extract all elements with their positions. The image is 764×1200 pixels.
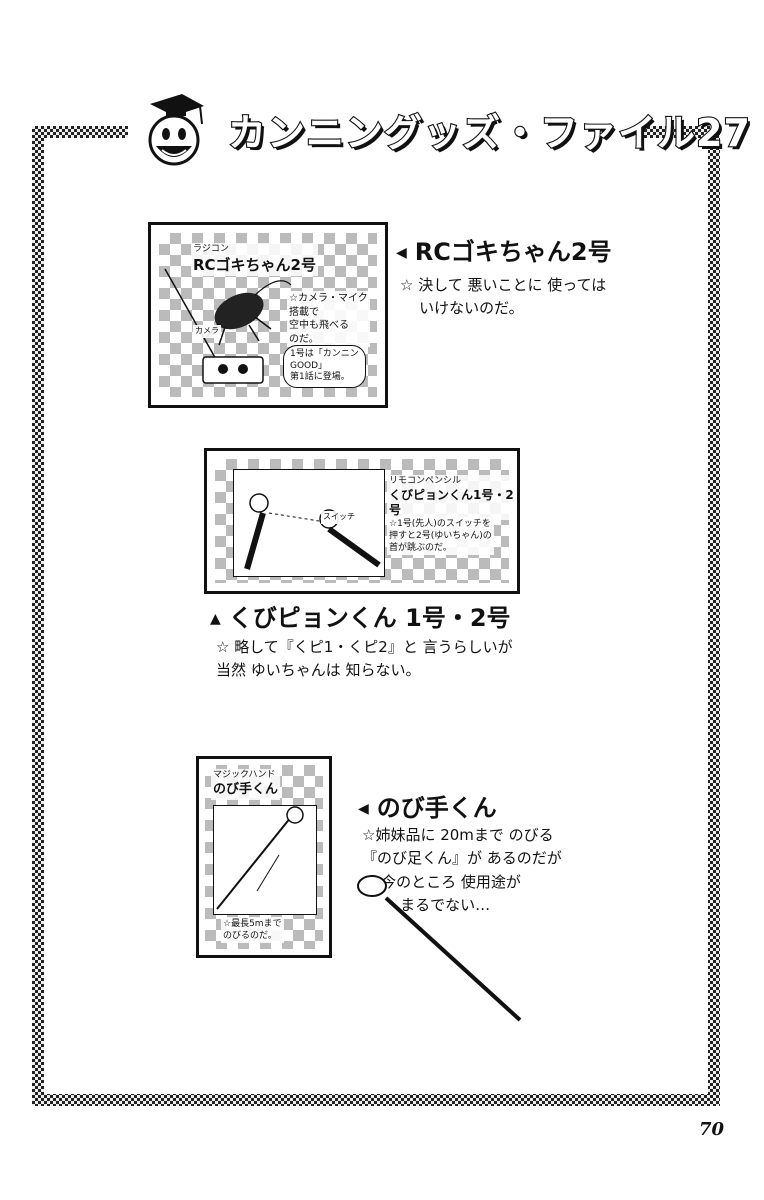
note-text-nobite: ☆姉妹品に 20mまで のびる 『のび足くん』が あるのだが 今のところ 使用途… bbox=[362, 826, 562, 914]
pointer-left-icon: ◀ bbox=[358, 801, 369, 817]
note-title-kubipyon: ▲ くびピョンくん 1号・2号 bbox=[210, 598, 511, 633]
pointer-up-icon: ▲ bbox=[210, 611, 221, 627]
photo-panel-kubipyon: スイッチ リモコンペンシル くびピョンくん1号・2号 ☆1号(先人)のスイッチを… bbox=[204, 448, 520, 594]
panel-title-block: マジックハンド のび手くん bbox=[211, 769, 281, 800]
note-text-rc-goki: ☆ 決して 悪いことに 使っては いけないのだ。 bbox=[400, 276, 607, 318]
note-title-text: くびピョンくん 1号・2号 bbox=[228, 604, 511, 632]
note-text-kubipyon: ☆ 略して『くピ1・くピ2』と 言うらしいが 当然 ゆいちゃんは 知らない。 bbox=[216, 638, 513, 680]
panel-sub: リモコンペンシル bbox=[389, 476, 462, 486]
camera-label: カメラ bbox=[193, 325, 221, 338]
note-title-text: RCゴキちゃん2号 bbox=[414, 238, 612, 266]
switch-label: スイッチ bbox=[321, 511, 357, 524]
pointer-left-icon: ◀ bbox=[396, 245, 407, 261]
panel-caption: ☆最長5mまで のびるのだ。 bbox=[221, 917, 284, 944]
page-header: カンニングッズ・ファイル27 bbox=[128, 84, 751, 174]
note-title-text: のび手くん bbox=[376, 794, 497, 822]
photo-panel-nobite: マジックハンド のび手くん ☆最長5mまで のびるのだ。 bbox=[196, 756, 332, 958]
note-title-rc-goki: ◀ RCゴキちゃん2号 bbox=[396, 232, 612, 267]
magic-hand-illustration-icon bbox=[216, 806, 304, 910]
panel-bubble: 1号は「カンニン GOOD」 第1話に登場。 bbox=[283, 345, 366, 389]
panel-title-block: ラジコン RCゴキちゃん2号 bbox=[191, 243, 318, 277]
panel-ruby: ラジコン bbox=[193, 244, 229, 254]
roach-illustration-icon bbox=[164, 268, 292, 384]
panel-caption: ☆1号(先人)のスイッチを 押すと2号(ゆいちゃん)の 首が跳ぶのだ。 bbox=[387, 517, 494, 556]
panel-name: RCゴキちゃん2号 bbox=[193, 255, 316, 274]
panel-caption: ☆カメラ・マイク 搭載で 空中も飛べる のだ。 bbox=[287, 291, 370, 347]
pencils-illustration-icon bbox=[244, 493, 381, 570]
panel-title-block: リモコンペンシル くびピョンくん1号・2号 bbox=[387, 475, 517, 520]
note-title-nobite: ◀ のび手くん bbox=[358, 788, 497, 823]
panel-sub: マジックハンド bbox=[213, 770, 276, 780]
mascot-icon bbox=[148, 94, 204, 166]
photo-panel-rc-goki: ラジコン RCゴキちゃん2号 ☆カメラ・マイク 搭載で 空中も飛べる のだ。 カ… bbox=[148, 222, 388, 408]
panel-name: のび手くん bbox=[213, 781, 279, 797]
panel-name: くびピョンくん1号・2号 bbox=[389, 487, 514, 518]
page-number: 70 bbox=[698, 1119, 724, 1140]
foot-stick-illustration-icon bbox=[357, 875, 522, 1022]
page-title: カンニングッズ・ファイル27 bbox=[227, 110, 751, 156]
